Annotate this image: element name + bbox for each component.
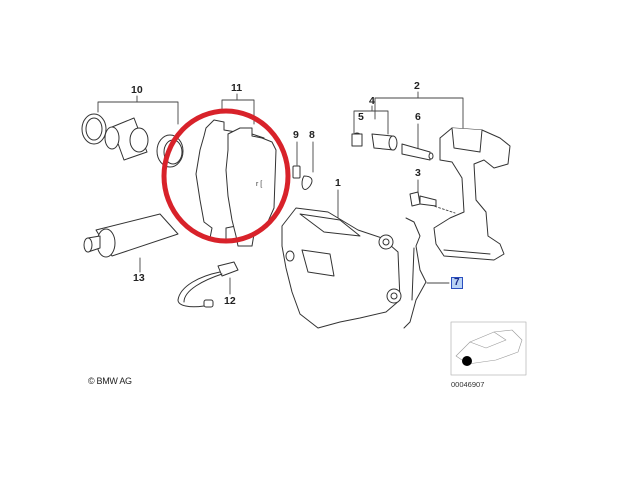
callout-7-selected[interactable]: 7 — [451, 277, 463, 289]
callout-11[interactable]: 11 — [231, 82, 243, 94]
svg-text:r [: r [ — [256, 181, 262, 188]
callout-9[interactable]: 9 — [293, 129, 299, 141]
leader-lines — [97, 91, 464, 295]
callout-6[interactable]: 6 — [415, 111, 421, 123]
wear-sensor-illustration — [177, 261, 239, 308]
callout-2[interactable]: 2 — [414, 80, 420, 92]
brake-carrier-illustration — [433, 127, 511, 261]
callout-3[interactable]: 3 — [415, 167, 421, 179]
highlight-circle — [161, 108, 291, 244]
callout-1[interactable]: 1 — [335, 177, 341, 189]
anti-rattle-spring-illustration — [403, 217, 427, 329]
callout-12[interactable]: 12 — [224, 295, 236, 307]
bleeder-valve-illustration — [292, 165, 313, 190]
caliper-housing-illustration — [281, 207, 402, 329]
car-location-icon — [450, 321, 527, 376]
guide-sleeve-illustration — [351, 132, 434, 161]
grease-tube-illustration — [83, 213, 179, 258]
catalog-number: 00046907 — [451, 380, 485, 389]
callout-8[interactable]: 8 — [309, 129, 315, 141]
copyright-notice: © BMW AG — [88, 376, 132, 386]
brake-pads-illustration: r [ — [195, 119, 277, 247]
callout-10[interactable]: 10 — [131, 84, 143, 96]
callout-5[interactable]: 5 — [358, 111, 364, 123]
callout-4[interactable]: 4 — [369, 95, 375, 107]
callout-13[interactable]: 13 — [133, 272, 145, 284]
hex-bolt-illustration — [409, 191, 437, 207]
caliper-repair-kit-illustration — [81, 113, 184, 168]
